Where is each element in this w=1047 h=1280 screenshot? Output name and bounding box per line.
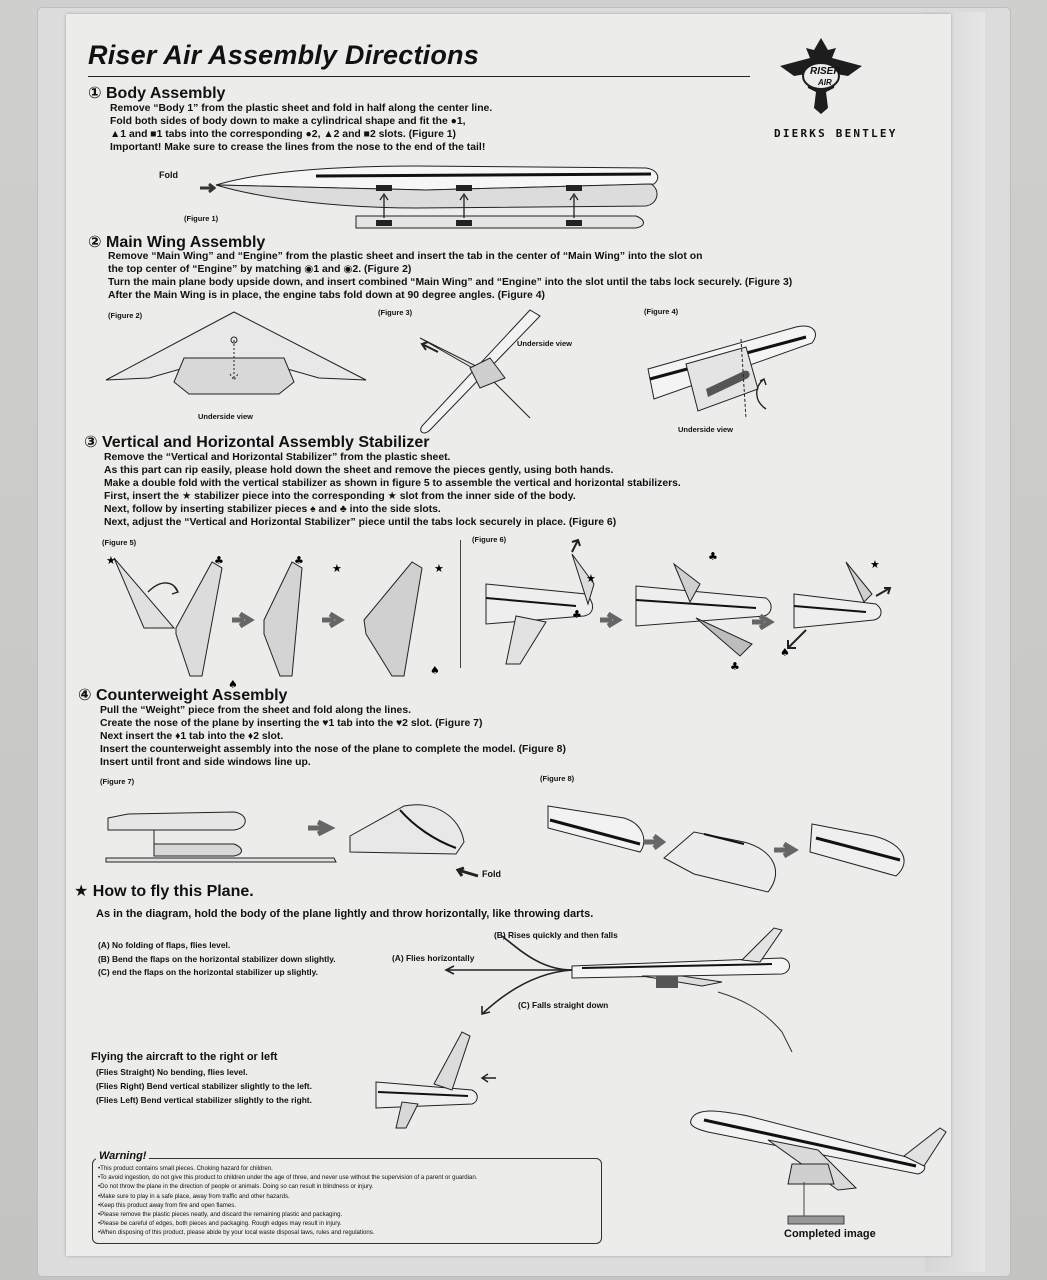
section-4-line-5: Insert until front and side windows line… (100, 757, 311, 768)
warning-box (92, 1158, 602, 1244)
fly-option-c: (C) end the flaps on the horizontal stab… (98, 967, 318, 977)
svg-text:♠: ♠ (430, 664, 440, 677)
section-3-line-5: Next, follow by inserting stabilizer pie… (104, 504, 441, 515)
svg-text:★: ★ (332, 562, 342, 575)
riser-air-eagle-logo (780, 38, 862, 114)
figure-5-stabilizer-fold-illustration: ★ ♣ ♣ ★ ★ ♠ ♠ (106, 554, 444, 691)
title-rule (88, 76, 750, 77)
warning-line: •Please remove the plastic pieces neatly… (98, 1211, 343, 1219)
section-4-line-4: Insert the counterweight assembly into t… (100, 744, 566, 755)
figure-1-caption: (Figure 1) (184, 214, 219, 223)
right-left-line-3: (Flies Left) Bend vertical stabilizer sl… (96, 1095, 312, 1105)
warning-line: •Please be careful of edges, both pieces… (98, 1220, 342, 1228)
section-2-line-4: After the Main Wing is in place, the eng… (108, 290, 545, 301)
section-3-line-3: Make a double fold with the vertical sta… (104, 478, 681, 489)
svg-text:♠: ♠ (228, 678, 238, 691)
warning-line: •To avoid ingestion, do not give this pr… (98, 1174, 478, 1182)
svg-text:★: ★ (106, 554, 116, 567)
stabilizer-adjust-illustration (375, 1031, 496, 1129)
figure-3-insertion-illustration (419, 309, 541, 434)
figure-3-caption: (Figure 3) (378, 308, 413, 317)
section-1-line-2: Fold both sides of body down to make a c… (110, 116, 466, 127)
svg-text:♣: ♣ (214, 554, 224, 567)
warning-line: •When disposing of this product, please … (98, 1229, 375, 1237)
section-2-line-3: Turn the main plane body upside down, an… (108, 277, 793, 288)
svg-text:★: ★ (870, 558, 880, 571)
section-4-line-3: Next insert the ♦1 tab into the ♦2 slot. (100, 731, 284, 742)
fly-option-b: (B) Bend the flaps on the horizontal sta… (98, 953, 336, 964)
warning-line: •Make sure to play in a safe place, away… (98, 1192, 290, 1200)
figure-1-fold-label: Fold (159, 170, 178, 180)
completed-plane-illustration (690, 1110, 947, 1225)
brand-name: DIERKS BENTLEY (774, 127, 898, 140)
section-3-heading: ③ Vertical and Horizontal Assembly Stabi… (84, 434, 430, 451)
figure-6-stabilizer-insertion-illustration: ★ ♣ ♣ ♣ ★ ♠ (485, 538, 892, 673)
figure-4-caption: (Figure 4) (644, 307, 679, 316)
warning-line: •This product contains small pieces. Cho… (98, 1165, 273, 1172)
flight-label-a: (A) Flies horizontally (392, 953, 475, 963)
figure-8-nose-insertion-illustration (547, 805, 905, 893)
figure-2-caption: (Figure 2) (108, 311, 143, 320)
warning-line: •Keep this product away from fire and op… (98, 1201, 236, 1209)
fly-option-a: (A) No folding of flaps, flies level. (98, 940, 231, 950)
section-2-heading: ② Main Wing Assembly (88, 234, 266, 251)
flight-path-diagram (444, 927, 793, 1053)
fly-heading: ★ How to fly this Plane. (74, 883, 254, 900)
figure-4-underside-label: Underside view (678, 425, 734, 434)
right-left-line-1: (Flies Straight) No bending, flies level… (96, 1067, 248, 1077)
flight-label-c: (C) Falls straight down (518, 1000, 609, 1010)
fold-arrow (455, 866, 479, 878)
section-3-line-4: First, insert the ★ stabilizer piece int… (104, 491, 576, 502)
section-4-line-1: Pull the “Weight” piece from the sheet a… (100, 705, 411, 716)
warning-title: Warning! (96, 1150, 150, 1162)
section-1-line-1: Remove “Body 1” from the plastic sheet a… (110, 103, 493, 114)
figure-8-caption: (Figure 8) (540, 774, 575, 783)
section-1-heading: ① Body Assembly (88, 85, 226, 102)
right-left-line-2: (Flies Right) Bend vertical stabilizer s… (96, 1081, 312, 1091)
completed-image-label: Completed image (784, 1228, 876, 1240)
figure-2-underside-label: Underside view (198, 412, 254, 421)
fly-intro: As in the diagram, hold the body of the … (96, 908, 594, 920)
flight-label-b: (B) Rises quickly and then falls (494, 930, 618, 940)
figure-4-engine-fold-illustration (647, 325, 816, 420)
svg-text:♣: ♣ (708, 550, 718, 563)
svg-text:★: ★ (434, 562, 444, 575)
right-left-heading: Flying the aircraft to the right or left (91, 1051, 278, 1063)
figure-2-main-wing-illustration (105, 311, 367, 395)
section-3-line-6: Next, adjust the “Vertical and Horizonta… (104, 517, 617, 528)
section-4-heading: ④ Counterweight Assembly (78, 687, 288, 704)
logo-text-riser: RISER (810, 66, 841, 77)
warning-lines: •This product contains small pieces. Cho… (98, 1164, 478, 1238)
section-3-line-1: Remove the “Vertical and Horizontal Stab… (104, 452, 451, 463)
figure-5-caption: (Figure 5) (102, 538, 137, 547)
figure-6-caption: (Figure 6) (472, 535, 507, 544)
section-2-line-2: the top center of “Engine” by matching ◉… (108, 264, 412, 275)
svg-text:♣: ♣ (572, 608, 582, 621)
instruction-sheet: Riser Air Assembly Directions RISER AIR … (66, 14, 951, 1256)
svg-text:♣: ♣ (294, 554, 304, 567)
svg-text:♠: ♠ (780, 646, 790, 659)
page-title: Riser Air Assembly Directions (88, 40, 479, 70)
figure-3-underside-label: Underside view (517, 339, 573, 348)
svg-text:★: ★ (586, 572, 596, 585)
figure-7-fold-label: Fold (482, 869, 501, 879)
figure-divider (460, 540, 461, 668)
section-1-line-4: Important! Make sure to crease the lines… (110, 142, 486, 153)
figure-7-caption: (Figure 7) (100, 777, 135, 786)
warning-line: •Do not throw the plane in the direction… (98, 1183, 374, 1191)
figure-7-counterweight-illustration (105, 804, 465, 863)
section-1-line-3: ▲1 and ■1 tabs into the corresponding ●2… (110, 129, 456, 140)
figure-1-body-illustration (200, 165, 659, 229)
section-4-line-2: Create the nose of the plane by insertin… (100, 718, 483, 729)
logo-text-air: AIR (818, 78, 832, 87)
svg-text:♣: ♣ (730, 660, 740, 673)
section-2-line-1: Remove “Main Wing” and “Engine” from the… (108, 251, 703, 262)
section-3-line-2: As this part can rip easily, please hold… (104, 465, 614, 476)
